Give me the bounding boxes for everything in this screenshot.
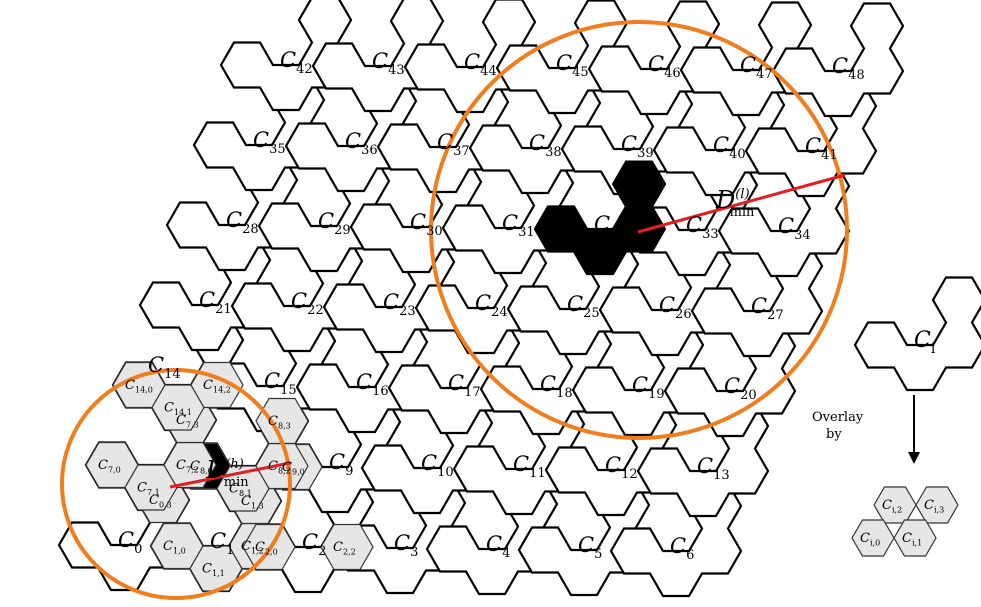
cluster-label: C19	[632, 373, 665, 402]
sub-cell-label: C7,1	[137, 481, 160, 498]
legend-tile-label: Ci	[914, 328, 936, 357]
cluster-label: C6	[670, 534, 694, 563]
sub-cell-label: C7,3	[176, 413, 199, 430]
cluster-label: C27	[751, 294, 784, 323]
arrow-head-icon	[908, 452, 920, 464]
cluster-label: C31	[502, 211, 535, 240]
legend-sub-cell	[893, 519, 937, 557]
cluster-label: C45	[556, 51, 589, 80]
highlighted-cluster	[533, 160, 667, 275]
sub-cell-label: C7,2	[176, 458, 199, 475]
cluster-label: C1	[210, 529, 234, 558]
cluster-label: C26	[659, 293, 692, 322]
sub-cell-label: C14,2	[203, 378, 231, 395]
sub-cell-label: C2,0	[255, 540, 278, 557]
cluster-label: C38	[529, 131, 562, 160]
cluster-label: C18	[540, 372, 573, 401]
sub-cell-label: C2,2	[333, 540, 356, 557]
highlighted-cells-layer	[533, 160, 667, 275]
sub-cell	[255, 397, 309, 445]
overlay-label: Overlay	[812, 410, 864, 425]
sub-cell-label: C8,1	[229, 482, 252, 499]
cluster-label: C28	[226, 208, 259, 237]
cluster-label: C21	[199, 288, 232, 317]
cluster-label: C15	[264, 369, 297, 398]
cluster-tiles-layer	[57, 0, 905, 598]
cluster-label: C16	[356, 370, 389, 399]
legend-sub-cell-label: Ci,0	[860, 531, 880, 548]
cluster-label: C12	[605, 453, 638, 482]
cluster-label: C0	[118, 528, 142, 557]
cluster-label: C20	[724, 374, 757, 403]
cluster-label: C11	[513, 452, 546, 481]
sub-cell-label: C14,0	[125, 378, 153, 395]
cluster-label: C37	[437, 130, 470, 159]
sub-cell-label: C8,0	[190, 459, 213, 476]
cluster-label: C33	[686, 213, 719, 242]
sub-cell-label: C14,1	[164, 401, 192, 418]
cluster-label: C43	[372, 49, 405, 78]
sub-cell	[320, 523, 374, 571]
cluster-label: C44	[464, 50, 497, 79]
cluster-label: C5	[578, 533, 602, 562]
cluster-tile-43	[311, 0, 445, 113]
distance-lines-layer	[169, 173, 846, 489]
sub-cell-label: C9,0	[282, 460, 305, 477]
cluster-label: C22	[291, 289, 324, 318]
cluster-label: C29	[318, 209, 351, 238]
distance-line-high	[169, 461, 291, 489]
cluster-label: C14	[148, 353, 181, 382]
cluster-label: C35	[253, 128, 286, 157]
cluster-label: C40	[713, 133, 746, 162]
sub-cell-label: C8,3	[268, 414, 291, 431]
cluster-label: C48	[832, 54, 865, 83]
sub-cell-label: C1,1	[202, 562, 225, 579]
cluster-tile-46	[587, 0, 721, 116]
cluster-label: C30	[410, 210, 443, 239]
coverage-circle-small	[60, 368, 292, 600]
cluster-label: C23	[383, 290, 416, 319]
sub-cell-label: C1,0	[163, 539, 186, 556]
sub-cells-layer	[85, 361, 374, 592]
cluster-label: C41	[805, 134, 838, 163]
legend-sub-cell-label: Ci,2	[882, 498, 902, 515]
cluster-labels-layer: C0 C1 C2 C3 C4 C5 C6 C9 C10 C11 C12 C13 C15 C16 C17 C18…	[98, 48, 865, 578]
cluster-label: C25	[567, 292, 600, 321]
sub-cell-label: C1,3	[241, 494, 264, 511]
cluster-label: C10	[421, 451, 454, 480]
sub-cell-label: C8,2	[268, 459, 291, 476]
sub-cell-label: C7,0	[98, 458, 121, 475]
coverage-circles-layer	[60, 20, 849, 600]
cluster-label: C42	[280, 48, 313, 77]
legend-sub-cell-label: Ci,1	[902, 531, 922, 548]
cluster-tile-47	[679, 1, 813, 117]
distance-label-high: D(h)min	[205, 456, 249, 490]
cluster-tile-44	[403, 0, 537, 114]
cluster-label: C36	[345, 129, 378, 158]
legend-tile	[853, 276, 981, 392]
cluster-label: C3	[394, 531, 418, 560]
cluster-label: C2	[302, 530, 326, 559]
cluster-label: C47	[740, 53, 773, 82]
distance-line-low	[637, 173, 846, 234]
cluster-label: C34	[778, 214, 811, 243]
distance-label-low: D(l)min	[715, 186, 755, 220]
legend-sub-cell-label: Ci,3	[924, 498, 944, 515]
cluster-label: C32	[594, 212, 627, 241]
coverage-circle-large	[429, 20, 849, 440]
cluster-label: C24	[475, 291, 508, 320]
sub-cell-label: C0,3	[149, 493, 172, 510]
cluster-label: C13	[697, 454, 730, 483]
cluster-label: C46	[648, 52, 681, 81]
sub-cell-label: C1,2	[241, 539, 264, 556]
cluster-tile-48	[771, 2, 905, 118]
cluster-label: C9	[329, 450, 353, 479]
cluster-tile-42	[219, 0, 353, 112]
cluster-label: C39	[621, 132, 654, 161]
cluster-label: C4	[486, 532, 510, 561]
overlay-label-by: by	[826, 427, 842, 442]
cluster-label: C17	[448, 371, 481, 400]
